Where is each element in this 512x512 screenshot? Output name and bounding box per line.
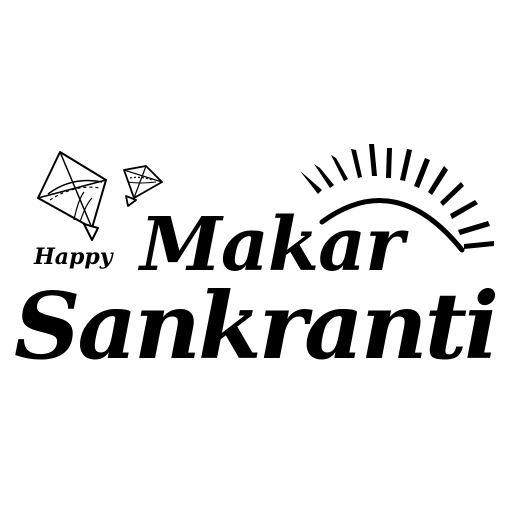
greeting-happy-text: Happy: [34, 244, 113, 270]
greeting-makar-text: Makar: [140, 202, 404, 288]
rising-sun-icon: [300, 144, 494, 253]
greeting-sankranti-text: Sankranti: [14, 272, 499, 380]
kite-icon: [123, 165, 163, 207]
kite-icon: [37, 151, 107, 241]
